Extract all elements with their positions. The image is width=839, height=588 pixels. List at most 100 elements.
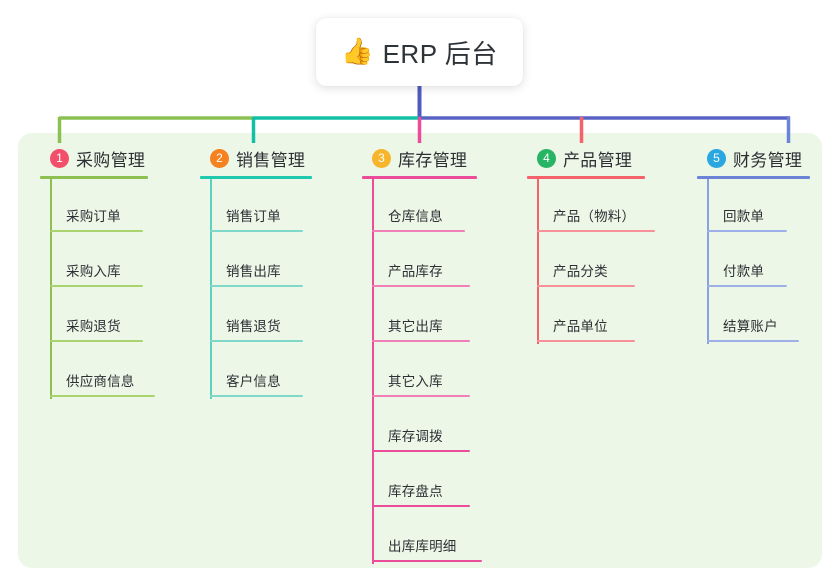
list-item[interactable]: 库存盘点 bbox=[362, 454, 527, 509]
branch-badge-1: 1 bbox=[50, 148, 69, 168]
leaf-rule bbox=[707, 340, 799, 342]
branch-column-5: 5 财务管理 回款单 付款单 结算账户 bbox=[697, 145, 839, 344]
list-item[interactable]: 产品单位 bbox=[527, 289, 697, 344]
list-item[interactable]: 销售出库 bbox=[200, 234, 360, 289]
leaf-label: 产品库存 bbox=[388, 264, 443, 279]
branch-rule-1 bbox=[40, 176, 148, 179]
branch-items-4: 产品（物料） 产品分类 产品单位 bbox=[527, 179, 697, 344]
list-item[interactable]: 其它入库 bbox=[362, 344, 527, 399]
branch-spine-5 bbox=[707, 179, 709, 344]
list-item[interactable]: 产品库存 bbox=[362, 234, 527, 289]
leaf-label: 产品（物料） bbox=[553, 209, 636, 224]
leaf-label: 付款单 bbox=[723, 264, 765, 279]
branch-spine-4 bbox=[537, 179, 539, 344]
branch-items-2: 销售订单 销售出库 销售退货 客户信息 bbox=[200, 179, 360, 399]
leaf-label: 销售退货 bbox=[226, 319, 281, 334]
leaf-rule bbox=[707, 285, 787, 287]
leaf-rule bbox=[210, 395, 303, 397]
branch-column-3: 3 库存管理 仓库信息 产品库存 其它出库 其它入库 库存调拨 库存盘点 bbox=[362, 145, 527, 564]
branch-spine-3 bbox=[372, 179, 374, 564]
leaf-rule bbox=[537, 230, 655, 232]
root-node[interactable]: 👍 ERP 后台 bbox=[316, 18, 523, 86]
leaf-label: 结算账户 bbox=[723, 319, 778, 334]
leaf-rule bbox=[210, 285, 303, 287]
branch-column-1: 1 采购管理 采购订单 采购入库 采购退货 供应商信息 bbox=[40, 145, 200, 399]
leaf-label: 采购入库 bbox=[66, 264, 121, 279]
leaf-label: 回款单 bbox=[723, 209, 765, 224]
branch-badge-5: 5 bbox=[707, 148, 726, 168]
leaf-rule bbox=[210, 230, 303, 232]
list-item[interactable]: 采购订单 bbox=[40, 179, 200, 234]
branch-title-1: 采购管理 bbox=[76, 150, 146, 170]
leaf-rule bbox=[372, 285, 470, 287]
root-title: ERP 后台 bbox=[382, 38, 498, 69]
leaf-label: 产品单位 bbox=[553, 319, 608, 334]
branch-items-3: 仓库信息 产品库存 其它出库 其它入库 库存调拨 库存盘点 出库库明细 bbox=[362, 179, 527, 564]
list-item[interactable]: 客户信息 bbox=[200, 344, 360, 399]
leaf-label: 客户信息 bbox=[226, 374, 281, 389]
list-item[interactable]: 出库库明细 bbox=[362, 509, 527, 564]
list-item[interactable]: 库存调拨 bbox=[362, 399, 527, 454]
leaf-rule bbox=[372, 340, 470, 342]
branch-rule-4 bbox=[527, 176, 645, 179]
branch-items-5: 回款单 付款单 结算账户 bbox=[697, 179, 839, 344]
branch-rule-3 bbox=[362, 176, 477, 179]
leaf-label: 出库库明细 bbox=[388, 539, 457, 554]
list-item[interactable]: 付款单 bbox=[697, 234, 839, 289]
branch-header-2[interactable]: 2 销售管理 bbox=[200, 145, 360, 171]
list-item[interactable]: 回款单 bbox=[697, 179, 839, 234]
list-item[interactable]: 产品（物料） bbox=[527, 179, 697, 234]
branch-title-2: 销售管理 bbox=[236, 150, 306, 170]
branch-column-4: 4 产品管理 产品（物料） 产品分类 产品单位 bbox=[527, 145, 697, 344]
leaf-label: 供应商信息 bbox=[66, 374, 135, 389]
leaf-rule bbox=[210, 340, 303, 342]
leaf-label: 仓库信息 bbox=[388, 209, 443, 224]
leaf-label: 采购订单 bbox=[66, 209, 121, 224]
list-item[interactable]: 采购入库 bbox=[40, 234, 200, 289]
leaf-label: 其它出库 bbox=[388, 319, 443, 334]
branch-badge-4: 4 bbox=[537, 148, 556, 168]
branch-header-3[interactable]: 3 库存管理 bbox=[362, 145, 527, 171]
branch-header-4[interactable]: 4 产品管理 bbox=[527, 145, 697, 171]
leaf-rule bbox=[372, 505, 470, 507]
branch-badge-2: 2 bbox=[210, 148, 229, 168]
leaf-rule bbox=[50, 230, 143, 232]
diagram-background-panel bbox=[18, 133, 822, 568]
leaf-rule bbox=[372, 230, 465, 232]
branch-column-2: 2 销售管理 销售订单 销售出库 销售退货 客户信息 bbox=[200, 145, 360, 399]
leaf-rule bbox=[372, 560, 482, 562]
list-item[interactable]: 供应商信息 bbox=[40, 344, 200, 399]
list-item[interactable]: 销售退货 bbox=[200, 289, 360, 344]
leaf-label: 库存盘点 bbox=[388, 484, 443, 499]
thumbs-up-icon: 👍 bbox=[341, 36, 374, 66]
leaf-rule bbox=[372, 450, 470, 452]
leaf-rule bbox=[537, 285, 635, 287]
branch-header-1[interactable]: 1 采购管理 bbox=[40, 145, 200, 171]
leaf-label: 采购退货 bbox=[66, 319, 121, 334]
branch-badge-3: 3 bbox=[372, 148, 391, 168]
branch-items-1: 采购订单 采购入库 采购退货 供应商信息 bbox=[40, 179, 200, 399]
leaf-label: 销售订单 bbox=[226, 209, 281, 224]
leaf-label: 产品分类 bbox=[553, 264, 608, 279]
branch-title-3: 库存管理 bbox=[398, 150, 468, 170]
branch-title-4: 产品管理 bbox=[563, 150, 633, 170]
branch-title-5: 财务管理 bbox=[733, 150, 803, 170]
leaf-rule bbox=[50, 285, 143, 287]
list-item[interactable]: 销售订单 bbox=[200, 179, 360, 234]
leaf-rule bbox=[707, 230, 787, 232]
branch-header-5[interactable]: 5 财务管理 bbox=[697, 145, 839, 171]
leaf-rule bbox=[50, 340, 143, 342]
list-item[interactable]: 产品分类 bbox=[527, 234, 697, 289]
list-item[interactable]: 采购退货 bbox=[40, 289, 200, 344]
list-item[interactable]: 仓库信息 bbox=[362, 179, 527, 234]
list-item[interactable]: 其它出库 bbox=[362, 289, 527, 344]
list-item[interactable]: 结算账户 bbox=[697, 289, 839, 344]
branch-rule-5 bbox=[697, 176, 810, 179]
branch-rule-2 bbox=[200, 176, 312, 179]
leaf-rule bbox=[537, 340, 635, 342]
branch-spine-2 bbox=[210, 179, 212, 399]
leaf-label: 其它入库 bbox=[388, 374, 443, 389]
leaf-label: 库存调拨 bbox=[388, 429, 443, 444]
leaf-rule bbox=[50, 395, 155, 397]
leaf-rule bbox=[372, 395, 470, 397]
